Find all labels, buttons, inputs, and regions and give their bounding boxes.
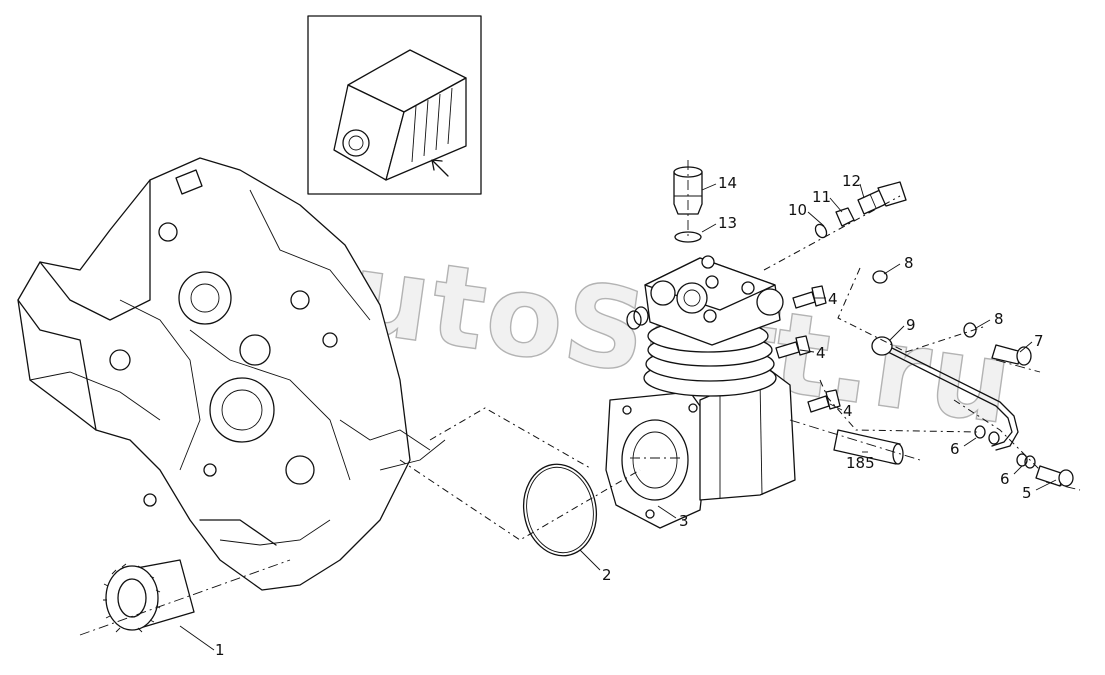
label-part-3: 3: [679, 512, 689, 530]
part-11-nut: [835, 207, 855, 227]
label-part-9: 9: [906, 316, 916, 334]
part-14-nipple-fitting: [673, 160, 703, 240]
callout-leaders: [179, 183, 1057, 651]
label-part-7: 7: [1034, 332, 1044, 350]
engine-timing-case: [17, 157, 446, 591]
label-part-6a: 6: [950, 440, 960, 458]
part-1-gear-hub: [79, 559, 291, 636]
label-part-8b: 8: [994, 310, 1004, 328]
label-part-5: 5: [1022, 484, 1032, 502]
part-12-elbow-fitting: [857, 181, 907, 215]
label-part-4a: 4: [828, 290, 838, 308]
label-part-13: 13: [718, 214, 737, 232]
label-part-10: 10: [788, 201, 807, 219]
label-part-4b: 4: [816, 344, 826, 362]
label-part-14: 14: [718, 174, 737, 192]
label-part-1: 1: [215, 641, 225, 659]
part-185-pin: [789, 419, 921, 465]
label-part-2: 2: [602, 566, 612, 584]
label-part-8a: 8: [904, 254, 914, 272]
part-3-air-compressor: [605, 255, 796, 529]
detail-inset: [307, 15, 482, 195]
part-7-banjo-bolt: [991, 344, 1032, 366]
part-8-washer-lower: [963, 322, 977, 338]
callout-labels: 1 2 3 4 4 4 5 6 6 7 8 8 9 10 11 12 13 14…: [215, 172, 1044, 659]
part-9-oil-pipe: [871, 336, 1019, 451]
label-part-12: 12: [842, 172, 861, 190]
label-part-11: 11: [812, 188, 831, 206]
label-part-185: 185: [846, 454, 875, 472]
part-2-o-ring: [523, 463, 597, 557]
label-part-6b: 6: [1000, 470, 1010, 488]
label-part-4c: 4: [843, 402, 853, 420]
part-4-bolts: [775, 285, 841, 413]
assembly-dash-lines: [399, 267, 1081, 541]
part-13-o-ring: [674, 231, 702, 243]
part-5-banjo-bolt: [1035, 465, 1074, 487]
part-10-washer: [814, 223, 828, 239]
leader-dash-fitting: [763, 195, 901, 271]
part-8-washer-upper: [872, 270, 888, 284]
